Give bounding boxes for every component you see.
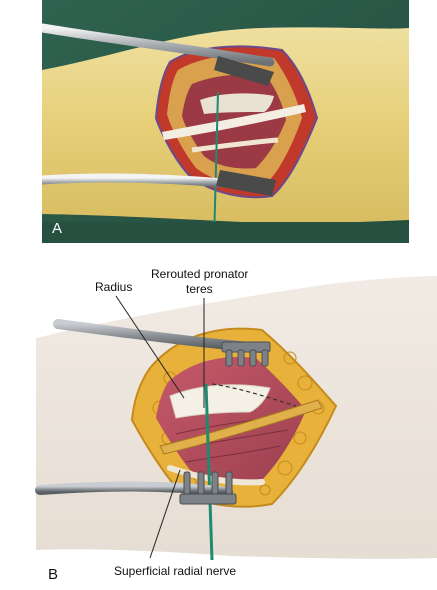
lower-retractor-blade <box>216 170 276 196</box>
bottom-drape <box>42 222 409 243</box>
suture <box>204 383 214 561</box>
tendon-route-dashed <box>211 383 297 407</box>
radius-leader <box>115 295 185 399</box>
pronator-teres-tendon <box>159 399 323 455</box>
upper-retractor <box>42 23 275 67</box>
upper-retractor-blade <box>214 56 274 86</box>
label-radius: Radius <box>95 280 133 294</box>
surgical-photo <box>42 0 409 243</box>
lower-retractor-rake <box>179 471 237 505</box>
nerve <box>191 137 279 153</box>
panel-a-letter: A <box>52 220 63 237</box>
panel-a-photo <box>42 0 409 243</box>
nerve-leader <box>149 469 181 559</box>
surgical-illustration <box>35 276 437 561</box>
panel-b-letter: B <box>48 566 59 583</box>
label-teres: teres <box>186 282 213 296</box>
panel-b-illustration <box>0 258 437 590</box>
suture <box>213 91 219 243</box>
upper-retractor-rake <box>221 341 271 367</box>
label-superficial-radial-nerve: Superficial radial nerve <box>114 564 237 578</box>
label-rerouted-pronator: Rerouted pronator <box>151 267 249 281</box>
tendon <box>162 104 306 140</box>
